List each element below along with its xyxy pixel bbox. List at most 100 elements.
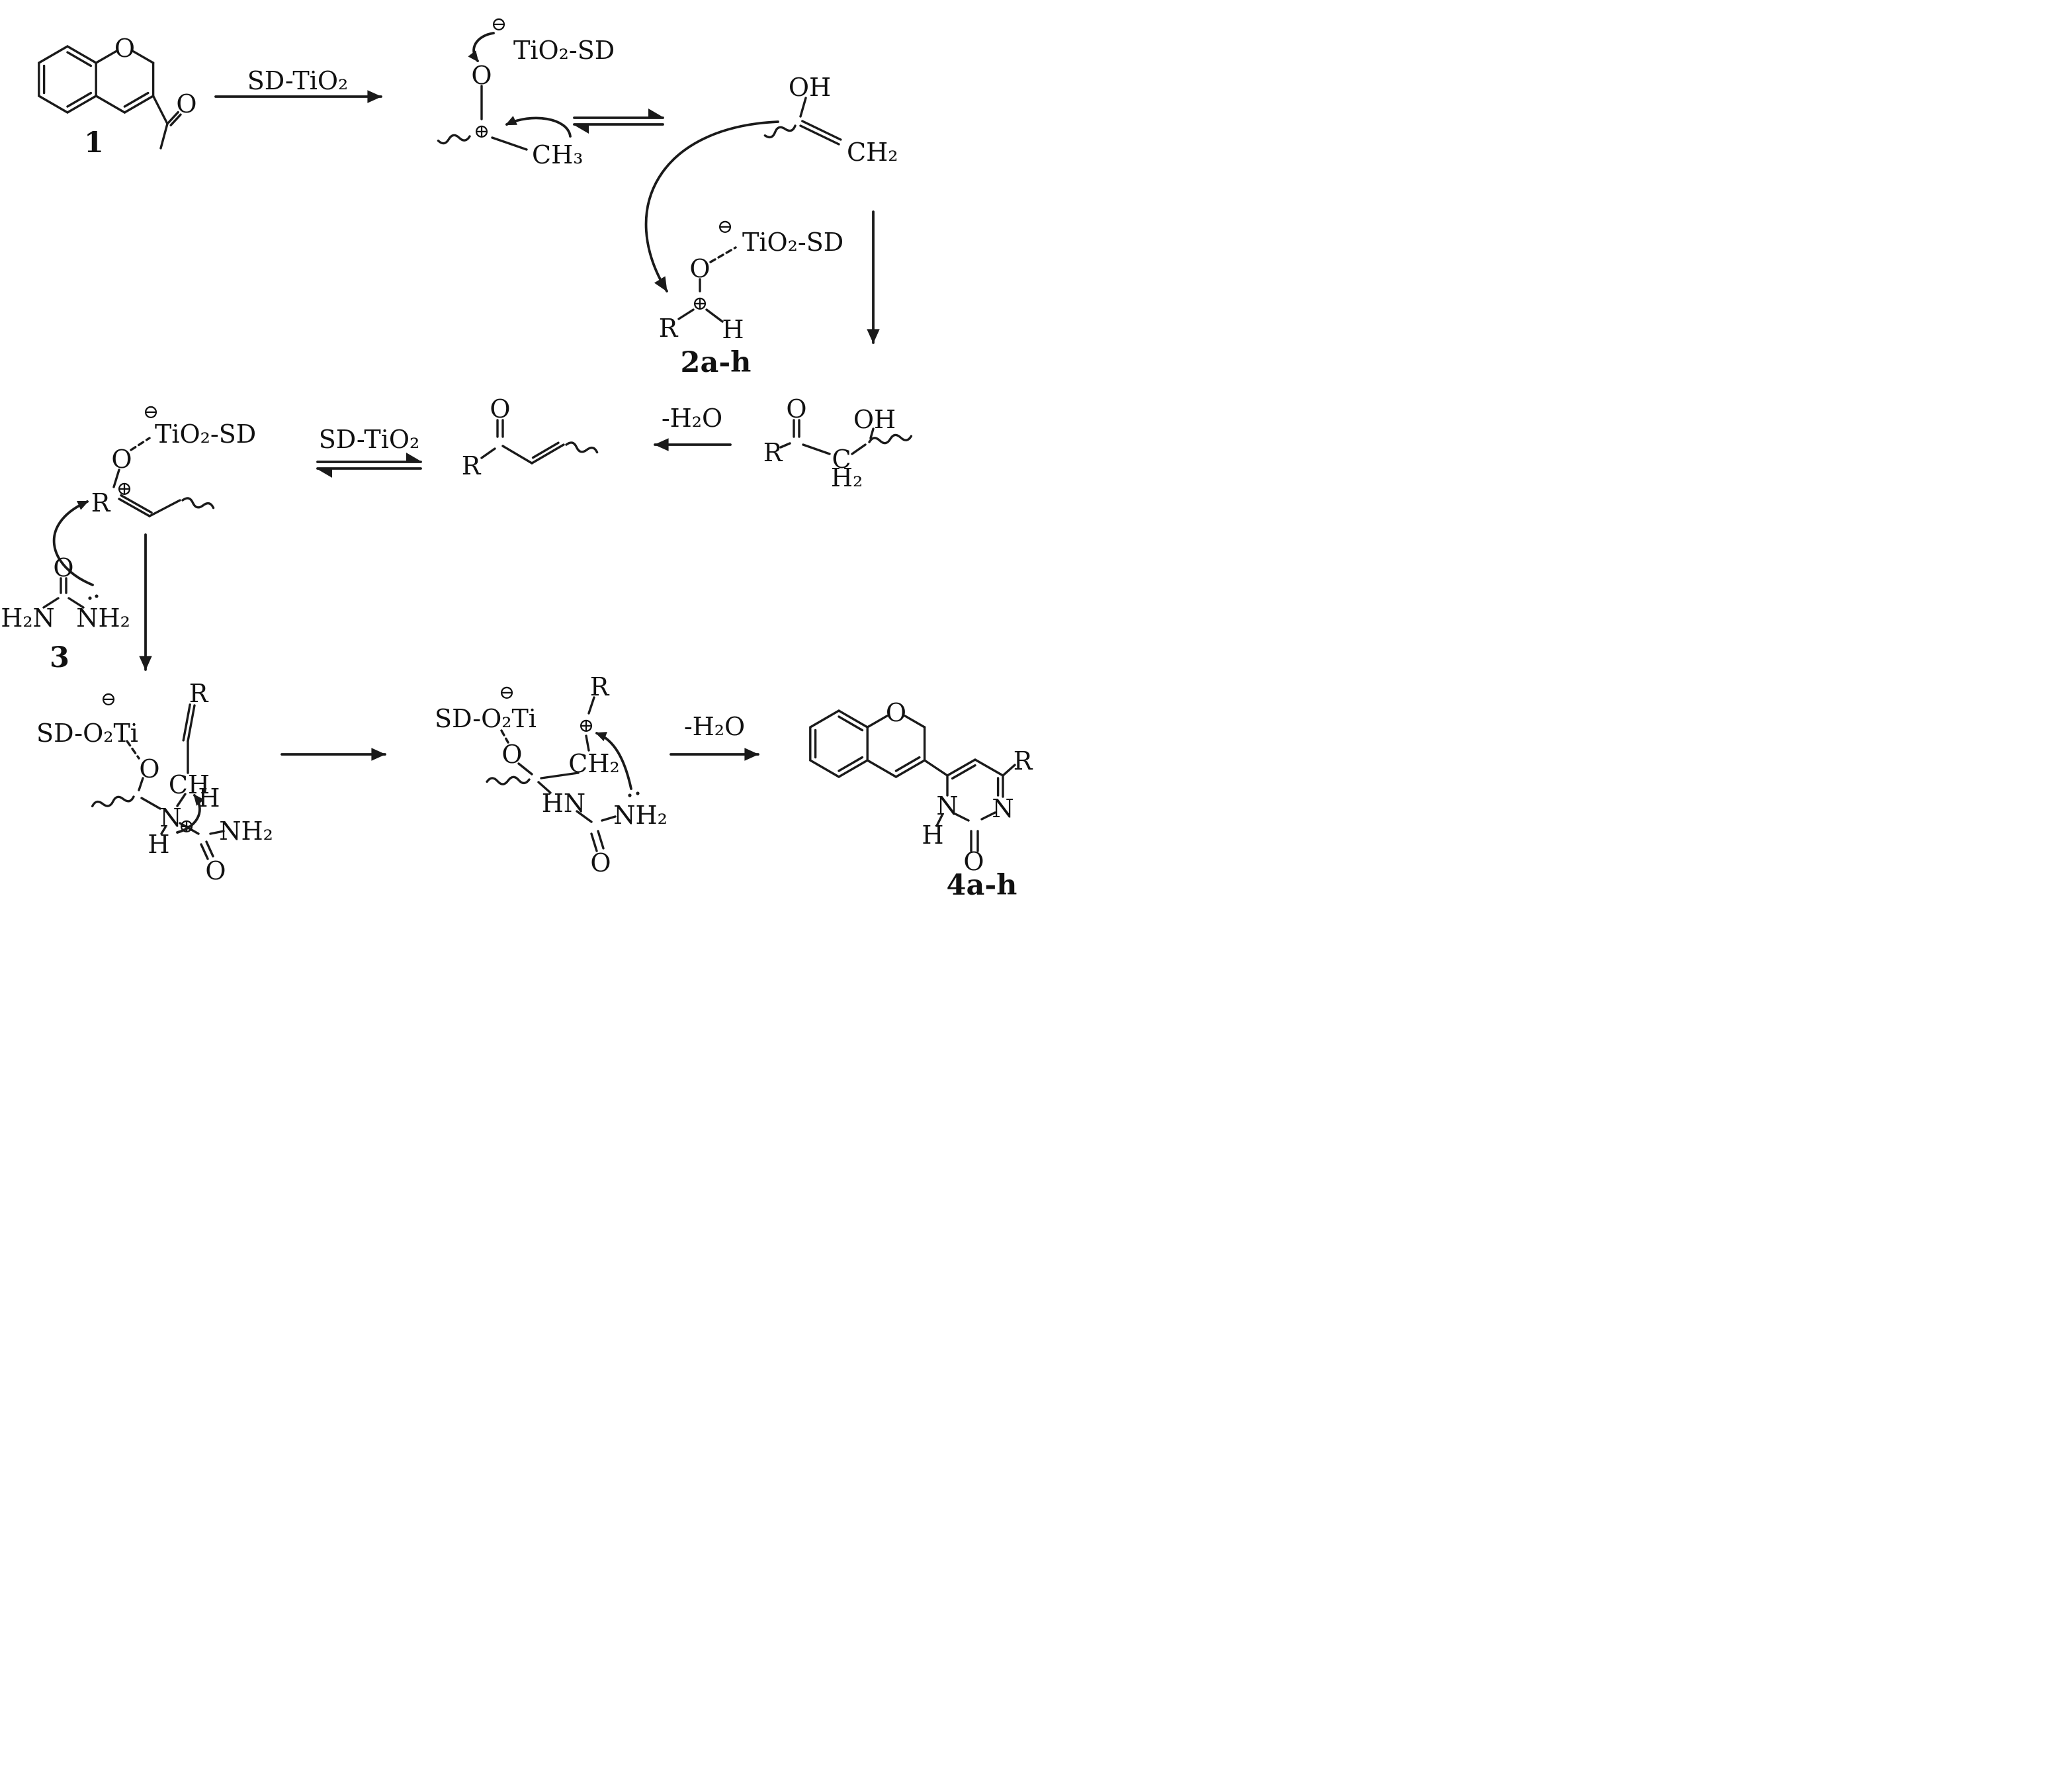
- n1-hydrogen-label: H: [922, 821, 943, 850]
- minus-charge-icon: ⊖: [143, 400, 159, 423]
- hydroxyl-label: OH: [853, 405, 896, 434]
- structure-acylium-2ah: ⊖ TiO₂-SD O ⊕ R H 2a-h: [659, 215, 844, 379]
- hydrogen-label: H: [198, 783, 220, 813]
- ring-oxygen-label: O: [886, 698, 906, 727]
- squiggle-bond: [564, 440, 599, 457]
- bonds: [809, 709, 1016, 852]
- sd-o2ti-label: SD-O₂Ti: [435, 704, 537, 733]
- catalyst-label: SD-TiO₂: [247, 66, 349, 95]
- minus-charge-icon: ⊖: [499, 681, 515, 703]
- compound-number-1: 1: [84, 126, 104, 159]
- structure-enone: O R: [462, 394, 599, 480]
- lone-pair-dot: [88, 596, 92, 600]
- structure-bound-enone-cation: ⊖ TiO₂-SD O ⊕ R: [52, 400, 256, 586]
- squiggle-bond: [181, 496, 216, 513]
- sd-o2ti-label: SD-O₂Ti: [36, 719, 138, 748]
- tio2-sd-label: TiO₂-SD: [155, 420, 256, 449]
- bonds: [517, 696, 617, 852]
- squiggle-bond: [867, 431, 913, 447]
- nh2-label: NH₂: [76, 603, 130, 633]
- carbonyl-oxygen-label: O: [786, 394, 806, 423]
- ring-closure-arrow: [595, 732, 632, 790]
- plus-charge-icon: ⊕: [578, 714, 594, 736]
- minus-charge-icon: ⊖: [491, 13, 507, 35]
- compound-number-4ah: 4a-h: [947, 869, 1017, 902]
- coordination-bond: [130, 437, 151, 451]
- structure-michael-adduct: ⊖ SD-O₂Ti O R CH H N ⊕ H NH₂ O: [36, 679, 273, 885]
- minus-charge-icon: ⊖: [717, 215, 733, 238]
- nh-hydrogen-label: H: [148, 830, 169, 859]
- r-group-label: R: [189, 679, 209, 708]
- plus-charge-icon: ⊕: [692, 292, 708, 314]
- minus-charge-icon: ⊖: [101, 688, 116, 710]
- lone-pair-dot: [628, 793, 632, 797]
- hydrogen-label: H: [722, 315, 744, 344]
- h2-label: H₂: [831, 463, 863, 492]
- bonds: [38, 45, 182, 150]
- squiggle-bond: [486, 775, 531, 787]
- carbonyl-oxygen-label: O: [590, 848, 611, 877]
- structure-surface-cation: ⊖ TiO₂-SD O ⊕ CH₃: [437, 13, 615, 169]
- bonds: [42, 577, 85, 609]
- coordination-bond: [709, 246, 737, 263]
- ring-oxygen-label: O: [114, 34, 135, 63]
- compound-number-2ah: 2a-h: [681, 346, 752, 379]
- tio2-sd-label: TiO₂-SD: [742, 228, 843, 257]
- r-group-label: R: [462, 451, 482, 480]
- r-group-label: R: [590, 672, 610, 701]
- hn-label: HN: [542, 789, 585, 818]
- oxygen-label: O: [111, 445, 132, 474]
- r-group-label: R: [659, 314, 679, 343]
- plus-charge-icon: ⊕: [474, 120, 490, 142]
- n3-label: N: [992, 794, 1014, 823]
- compound-number-3: 3: [50, 641, 69, 674]
- carbonyl-oxygen-label: O: [963, 847, 984, 876]
- electron-pair-arrow: [468, 32, 495, 62]
- r-group-label: R: [1014, 746, 1033, 776]
- minus-h2o-label: -H₂O: [684, 712, 745, 741]
- r-group-label: R: [763, 438, 783, 467]
- bonds: [779, 419, 875, 455]
- carbonyl-oxygen-label: O: [53, 553, 73, 582]
- bonds: [138, 703, 225, 860]
- equilibrium-arrows-1: [573, 109, 664, 134]
- reaction-arrow-1: SD-TiO₂: [214, 66, 382, 103]
- lone-pair-dot: [95, 594, 99, 598]
- carbonyl-oxygen-label: O: [205, 856, 226, 885]
- oxygen-label: O: [501, 740, 522, 769]
- bonds: [480, 85, 528, 151]
- r-group-label: R: [91, 488, 111, 517]
- enolization-arrow: [505, 116, 572, 138]
- addition-curved-arrow: [644, 120, 779, 292]
- squiggle-bond: [763, 121, 798, 140]
- hydroxyl-label: OH: [789, 73, 831, 102]
- nh2-label: NH₂: [613, 801, 668, 830]
- carbonyl-oxygen-label: O: [176, 89, 196, 118]
- bonds: [799, 97, 842, 146]
- nucleophilic-attack-arrow: [52, 500, 94, 586]
- squiggle-bond: [437, 132, 472, 146]
- structure-chromene-1: O O 1: [38, 34, 197, 159]
- tio2-sd-label: TiO₂-SD: [513, 36, 615, 65]
- plus-charge-icon: ⊕: [116, 477, 132, 500]
- bonds: [480, 419, 565, 465]
- carbon-label: C: [832, 445, 851, 474]
- structure-hydroxyketone: O OH R C H₂: [763, 394, 913, 492]
- structure-cyclization-intermediate: ⊖ SD-O₂Ti R ⊕ O CH₂ HN NH₂ O: [435, 672, 668, 877]
- equilibrium-arrows-2: SD-TiO₂: [316, 425, 422, 478]
- methyl-label: CH₃: [532, 140, 583, 169]
- n1-label: N: [936, 791, 958, 821]
- structure-product-4ah: O R N H N O 4a-h: [809, 698, 1033, 902]
- carbonyl-oxygen-label: O: [490, 394, 510, 423]
- nitrogen-label: N: [159, 803, 181, 832]
- structure-enol: OH CH₂: [763, 73, 898, 344]
- bonds: [112, 468, 181, 517]
- nh2-label: NH₂: [219, 817, 273, 846]
- lone-pair-dot: [636, 791, 640, 795]
- arrow-dehydration-2: -H₂O: [669, 712, 759, 761]
- coordination-bond: [500, 729, 509, 744]
- proton-transfer-arrow: [176, 794, 204, 834]
- h2n-label: H₂N: [1, 603, 55, 633]
- coordination-bond: [126, 740, 140, 760]
